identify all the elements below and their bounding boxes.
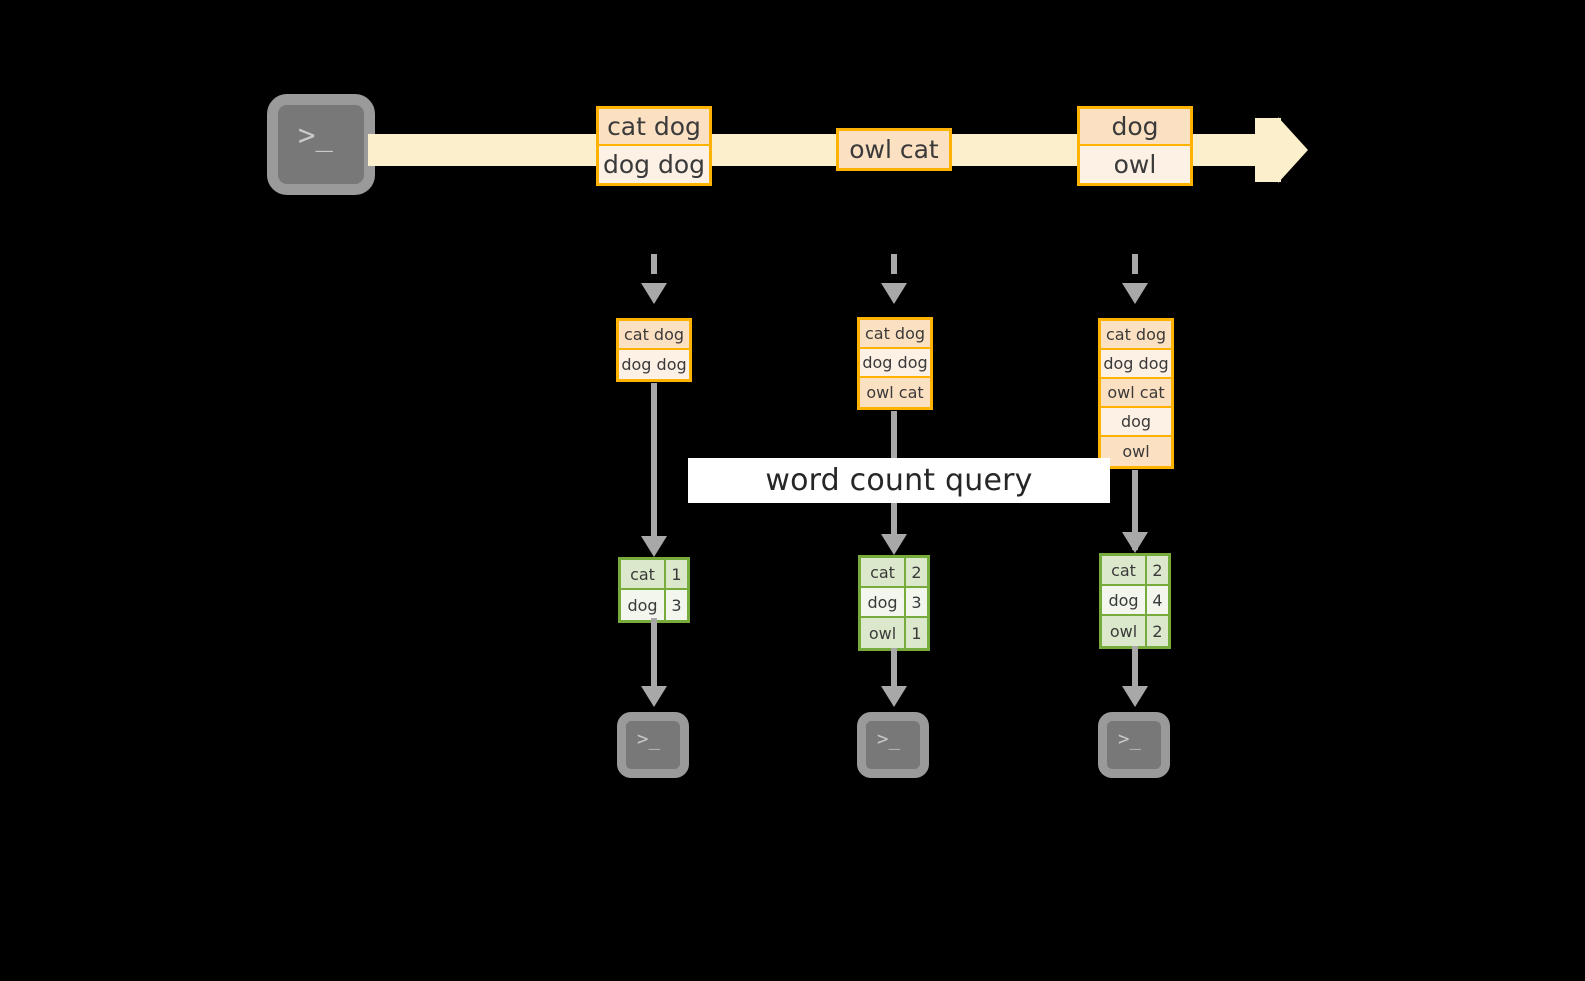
- terminal-screen: >_: [866, 721, 920, 769]
- result-table-1: cat 1 dog 3: [618, 557, 690, 623]
- result-word: dog: [1102, 586, 1147, 614]
- result-count: 1: [666, 560, 687, 588]
- terminal-screen: >_: [278, 105, 364, 184]
- result-count: 4: [1147, 586, 1168, 614]
- table-row: dog 3: [621, 590, 687, 620]
- terminal-prompt-glyph: >_: [637, 728, 660, 750]
- trigger-arrow-dash: [651, 254, 657, 274]
- stream-arrow-head-icon: [1278, 117, 1308, 183]
- query-arrow-head-icon-1: [641, 536, 667, 557]
- terminal-screen: >_: [1107, 721, 1161, 769]
- query-arrow-shaft-3: [1132, 470, 1138, 550]
- source-terminal-icon: >_: [267, 94, 375, 195]
- trigger-arrow-head-icon: [1122, 283, 1148, 304]
- terminal-prompt-glyph: >_: [1118, 728, 1141, 750]
- trigger-arrow-dash: [891, 254, 897, 274]
- terminal-screen: >_: [626, 721, 680, 769]
- stream-record-line: owl: [1080, 146, 1190, 183]
- stream-record-line: owl cat: [839, 131, 949, 168]
- state-line: owl cat: [1101, 379, 1171, 408]
- terminal-prompt-glyph: >_: [877, 728, 900, 750]
- table-row: owl 2: [1102, 616, 1168, 646]
- result-count: 2: [906, 558, 927, 586]
- stream-batch-box-2: owl cat: [836, 128, 952, 171]
- terminal-prompt-glyph: >_: [298, 118, 333, 152]
- table-row: dog 4: [1102, 586, 1168, 616]
- stream-batch-box-3: dog owl: [1077, 106, 1193, 186]
- trigger-arrow-head-icon: [881, 283, 907, 304]
- trigger-arrow-dash: [1132, 254, 1138, 274]
- result-word: owl: [1102, 616, 1147, 646]
- state-line: dog dog: [1101, 350, 1171, 379]
- stream-batch-box-1: cat dog dog dog: [596, 106, 712, 186]
- stream-record-line: cat dog: [599, 109, 709, 146]
- table-row: cat 1: [621, 560, 687, 590]
- query-banner: word count query: [688, 458, 1110, 503]
- sink-arrow-head-icon-2: [881, 686, 907, 707]
- result-count: 3: [906, 588, 927, 616]
- query-arrow-shaft-1: [651, 383, 657, 551]
- state-line: owl: [1101, 437, 1171, 466]
- result-word: cat: [861, 558, 906, 586]
- state-line: dog: [1101, 408, 1171, 437]
- sink-terminal-icon-1: >_: [617, 712, 689, 778]
- result-count: 3: [666, 590, 687, 620]
- table-row: cat 2: [1102, 556, 1168, 586]
- result-word: cat: [621, 560, 666, 588]
- result-count: 2: [1147, 556, 1168, 584]
- table-row: dog 3: [861, 588, 927, 618]
- result-word: cat: [1102, 556, 1147, 584]
- state-box-3: cat dog dog dog owl cat dog owl: [1098, 318, 1174, 469]
- state-box-2: cat dog dog dog owl cat: [857, 317, 933, 410]
- state-line: cat dog: [860, 320, 930, 349]
- query-arrow-head-icon-2: [881, 534, 907, 555]
- result-count: 2: [1147, 616, 1168, 646]
- result-table-2: cat 2 dog 3 owl 1: [858, 555, 930, 651]
- query-label: word count query: [765, 463, 1033, 498]
- stream-record-line: dog dog: [599, 146, 709, 183]
- stream-record-line: dog: [1080, 109, 1190, 146]
- state-line: owl cat: [860, 378, 930, 407]
- sink-arrow-head-icon-3: [1122, 686, 1148, 707]
- state-line: dog dog: [860, 349, 930, 378]
- result-word: owl: [861, 618, 906, 648]
- trigger-arrow-head-icon: [641, 283, 667, 304]
- state-line: dog dog: [619, 350, 689, 379]
- table-row: cat 2: [861, 558, 927, 588]
- sink-terminal-icon-3: >_: [1098, 712, 1170, 778]
- state-box-1: cat dog dog dog: [616, 318, 692, 382]
- result-word: dog: [621, 590, 666, 620]
- sink-arrow-shaft-3: [1132, 646, 1138, 690]
- result-word: dog: [861, 588, 906, 616]
- stream-arrow-neck: [1255, 118, 1281, 182]
- table-row: owl 1: [861, 618, 927, 648]
- sink-arrow-head-icon-1: [641, 686, 667, 707]
- state-line: cat dog: [619, 321, 689, 350]
- query-arrow-head-icon-3: [1122, 532, 1148, 553]
- sink-arrow-shaft-2: [891, 648, 897, 690]
- sink-terminal-icon-2: >_: [857, 712, 929, 778]
- sink-arrow-shaft-1: [651, 618, 657, 690]
- result-table-3: cat 2 dog 4 owl 2: [1099, 553, 1171, 649]
- result-count: 1: [906, 618, 927, 648]
- state-line: cat dog: [1101, 321, 1171, 350]
